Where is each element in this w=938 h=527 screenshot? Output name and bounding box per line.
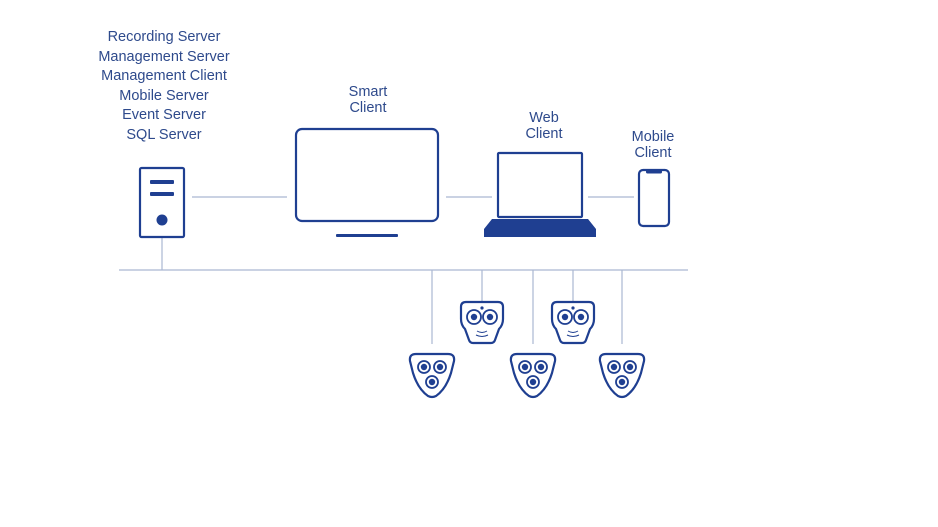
multi-sensor-camera-icon <box>598 352 646 399</box>
server-label-management: Management Server <box>98 48 230 65</box>
server-label-sql: SQL Server <box>126 126 202 143</box>
monitor-icon <box>294 127 440 237</box>
dual-lens-camera-icon <box>459 300 505 345</box>
mobile-client-label-line2: Client <box>634 145 672 161</box>
connector-lines <box>119 196 688 344</box>
multi-sensor-camera-icon <box>408 352 456 399</box>
web-client-label-line1: Web <box>529 110 559 126</box>
web-client-label-line2: Client <box>525 126 563 142</box>
mobile-client-label: Mobile Client <box>603 129 703 161</box>
smart-client-label-line1: Smart <box>348 84 388 100</box>
mobile-client-label-line1: Mobile <box>631 129 675 145</box>
laptop-icon <box>484 151 596 237</box>
server-label-mobile: Mobile Server <box>119 87 209 104</box>
server-label-management-client: Management Client <box>101 68 227 84</box>
smart-client-label-line2: Client <box>349 100 387 116</box>
server-component-list: Recording Server Management Server Manag… <box>70 28 258 145</box>
multi-sensor-camera-icon <box>509 352 557 399</box>
web-client-label: Web Client <box>494 110 594 142</box>
smartphone-icon <box>637 168 671 228</box>
smart-client-label: Smart Client <box>318 84 418 116</box>
dual-lens-camera-icon <box>550 300 596 345</box>
server-tower-icon <box>138 166 186 239</box>
server-label-event: Event Server <box>122 107 206 123</box>
server-label-recording: Recording Server <box>107 29 221 45</box>
